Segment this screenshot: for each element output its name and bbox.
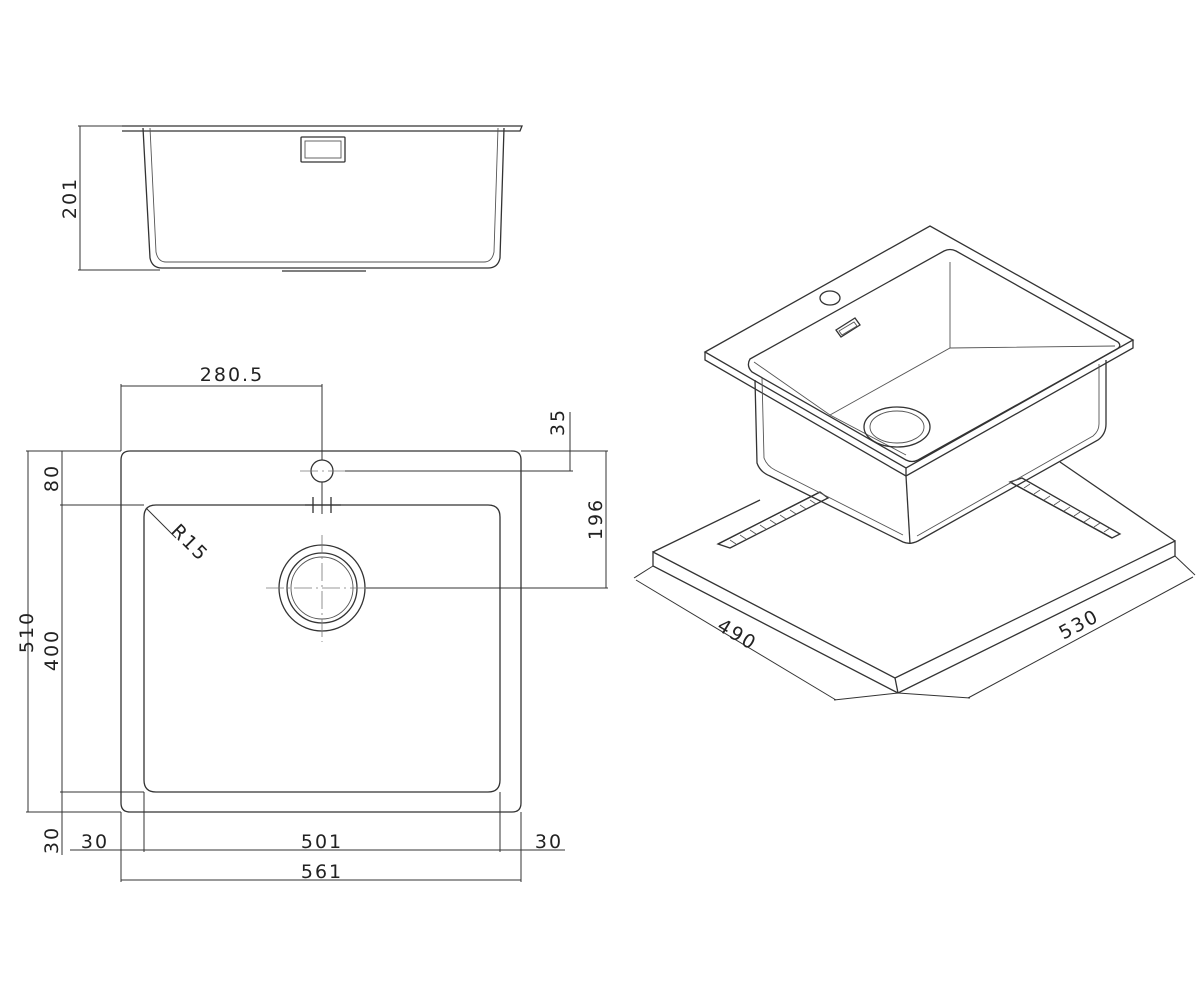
right-rim-label: 30 — [535, 831, 563, 853]
tap-hole-x-label: 280.5 — [200, 364, 264, 386]
front-height-label: 201 — [59, 177, 81, 219]
top-rim-label: 80 — [41, 464, 63, 492]
front-elevation-view: 201 — [59, 125, 523, 272]
sink-body — [703, 225, 1135, 545]
corner-radius-label: R15 — [166, 520, 212, 566]
overall-depth-label: 510 — [16, 611, 38, 653]
bowl-width-label: 501 — [301, 831, 343, 853]
drain-offset-label: 196 — [585, 498, 607, 540]
overall-width-label: 561 — [301, 861, 343, 883]
plan-view: 280.5 35 196 510 80 400 30 R15 30 501 30 — [16, 364, 608, 883]
iso-drain — [863, 406, 931, 448]
drain-waste — [266, 535, 380, 642]
iso-tap-hole — [819, 290, 841, 306]
bowl-depth-label: 400 — [41, 629, 63, 671]
isometric-view: 490 530 — [633, 225, 1196, 701]
left-rim-label: 30 — [81, 831, 109, 853]
cutout-depth-label: 490 — [713, 615, 761, 656]
worktop-slab — [652, 461, 1176, 694]
bottom-rim-label: 30 — [41, 826, 63, 854]
tap-hole-offset-label: 35 — [547, 408, 569, 436]
